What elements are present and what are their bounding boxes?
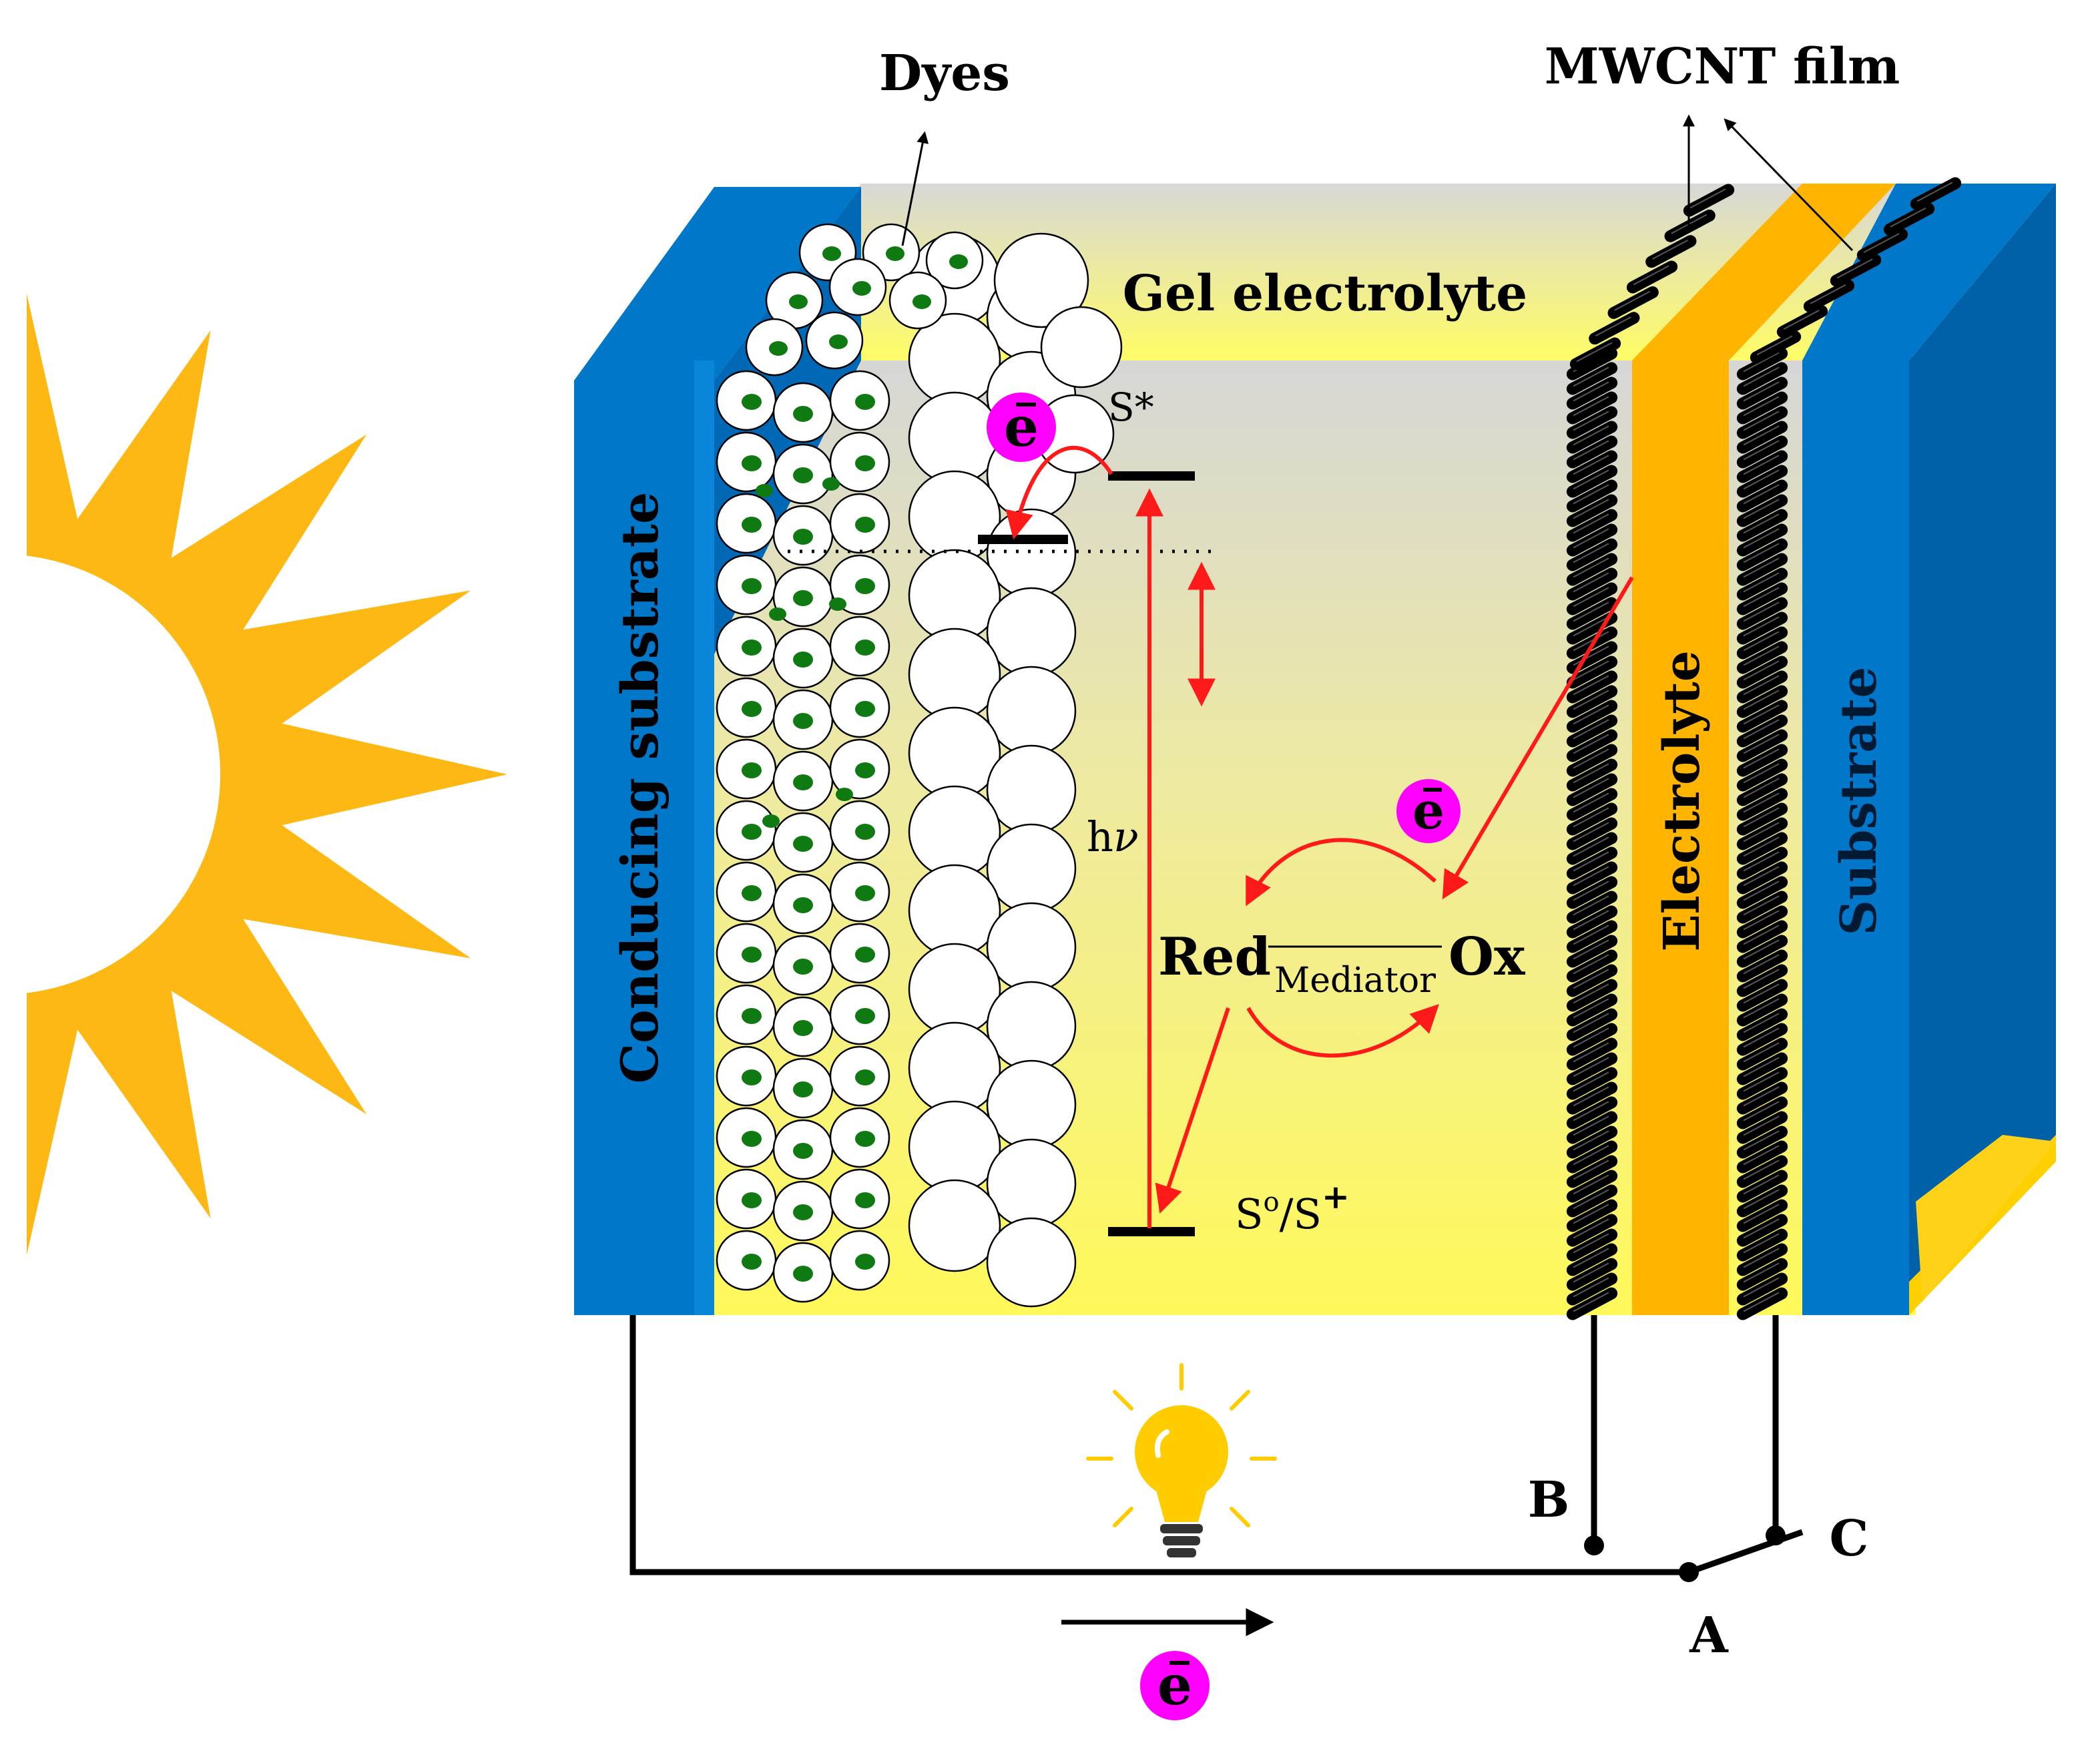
external-circuit [629, 1315, 1804, 1636]
s-star-label: S* [1108, 385, 1154, 430]
conducing-substrate-label: Conducing substrate [610, 492, 670, 1084]
mwcnt-film-left [1566, 347, 1618, 1320]
mwcnt-label: MWCNT film [1545, 38, 1900, 95]
label-a: A [1689, 1607, 1729, 1664]
mwcnt-pointer-right [1724, 118, 1854, 252]
electron-pathways [1005, 445, 1634, 1228]
light-bulb-icon [1086, 1363, 1277, 1557]
mediator-label: Mediator [1274, 961, 1436, 1001]
terminal-c [1766, 1525, 1786, 1545]
circuit-switch [1687, 1529, 1804, 1575]
red-label: Red [1158, 927, 1271, 987]
mwcnt-film-top [1569, 177, 1962, 370]
ox-label: Ox [1449, 927, 1526, 987]
electron-icon: e [987, 393, 1056, 462]
mwcnt-film-right [1736, 347, 1788, 1320]
label-pointers [901, 114, 1854, 252]
terminal-b [1584, 1535, 1604, 1555]
right-substrate [1802, 184, 2056, 1315]
terminal-a [1679, 1562, 1699, 1582]
label-b: B [1528, 1471, 1570, 1529]
injection-arrow [1005, 445, 1113, 540]
dyes-label: Dyes [879, 45, 1010, 102]
label-c: C [1830, 1510, 1869, 1567]
electron-icon: e [1140, 1651, 1210, 1720]
circuit-wire-main [629, 1315, 1689, 1575]
sun-icon [0, 254, 507, 1295]
electrolyte-label: Electrolyte [1653, 650, 1711, 952]
electrolyte-layer [1632, 184, 1896, 1315]
tio2-dye-particles [716, 223, 1123, 1308]
ground-state-label: So/S+ [1235, 1177, 1350, 1238]
counter-electrode-arrow [1442, 576, 1634, 900]
dyes-pointer [901, 131, 929, 246]
red-to-ox-arrow [1246, 1004, 1439, 1058]
substrate-label: Substrate [1830, 666, 1888, 935]
regeneration-arrow [1155, 1007, 1230, 1214]
ox-to-red-arrow [1246, 838, 1437, 907]
electron-icon: e [1396, 779, 1461, 843]
gel-electrolyte-label: Gel electrolyte [1123, 265, 1527, 322]
hv-label: hν [1087, 812, 1139, 861]
